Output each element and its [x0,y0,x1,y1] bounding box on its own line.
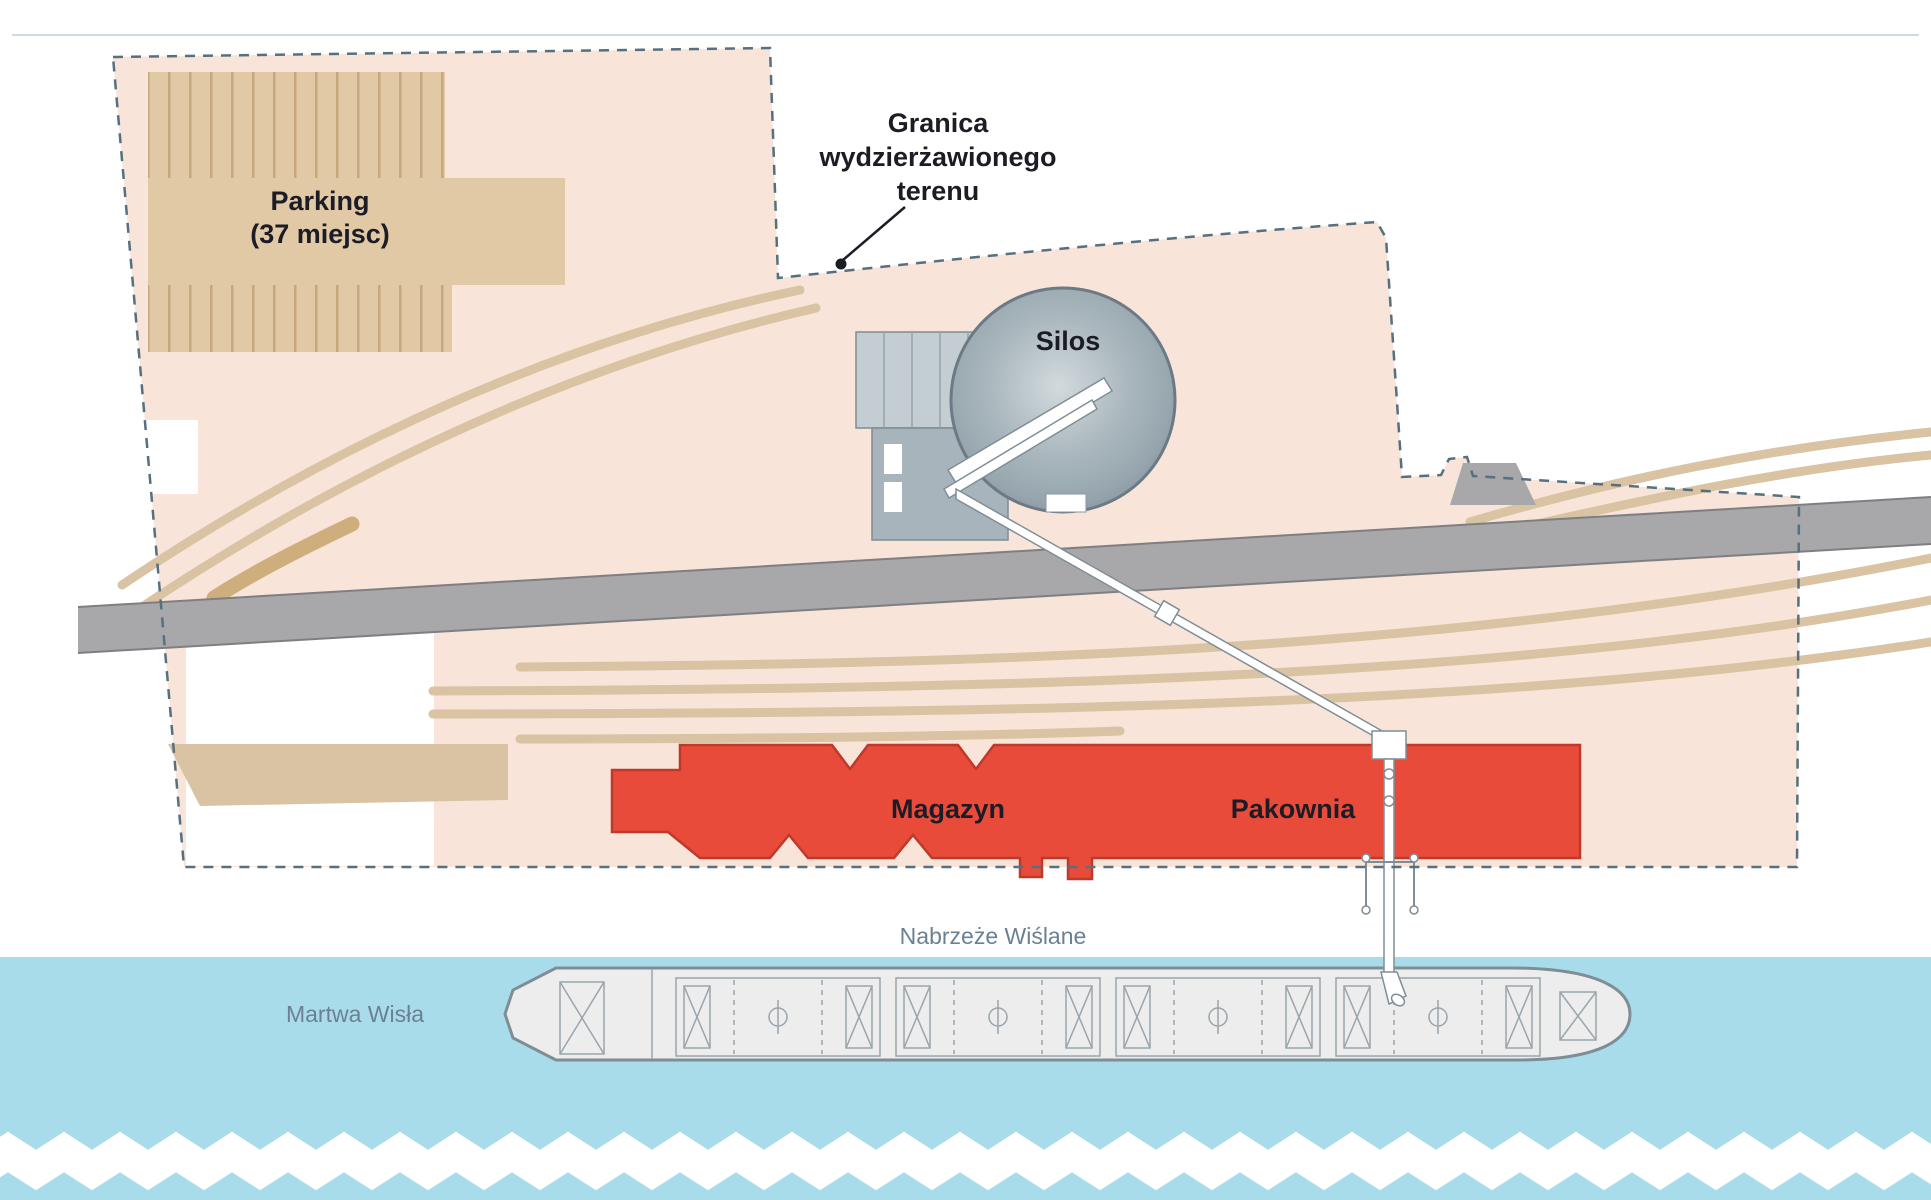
boundary-label-line3: terenu [897,176,980,206]
water-tear-zigzag [0,1131,1931,1191]
track-ballast-patch [168,744,508,806]
boundary-label-line2: wydzierżawionego [818,142,1056,172]
loader-support-joint [1361,905,1371,915]
loader-support-joint [1409,905,1419,915]
loader-nozzle-tip [1390,993,1406,1007]
conveyor-junction [1153,599,1181,627]
rail-siding-track [428,637,1931,719]
quay-label: Nabrzeże Wiślane [900,923,1087,949]
hold-brace [559,981,605,1055]
silo-tank [949,286,1177,514]
warehouse-building [610,743,1582,881]
main-railway [78,497,1931,653]
loader-support-joint [1361,853,1371,863]
silo-label: Silos [1036,326,1101,356]
loader-support-joint [1409,853,1419,863]
rail-siding-track [515,726,1125,744]
river-label: Martwa Wisła [286,1001,424,1027]
parking-area-striped-bottom [148,285,452,352]
rail-siding-track [117,285,805,590]
railway-spur-crossing [1450,463,1536,505]
building-window [884,444,902,474]
warehouse-label: Magazyn [891,794,1005,824]
boundary-pointer-line [842,206,906,261]
land-cutout-notch [136,420,198,494]
parking-area-striped-top [148,72,445,178]
rail-siding-stub [206,516,360,606]
cargo-hold [1559,991,1597,1041]
building-window [884,482,902,512]
leased-area-boundary [111,46,1801,869]
ship-loader-conveyor [1383,758,1395,979]
rail-siding-track [137,303,821,612]
parking-area-center [148,178,565,285]
rail-siding-track [428,595,1931,696]
rail-siding-track [515,553,1931,672]
parking-label-line2: (37 miejsc) [250,219,390,249]
conveyor-transfer-tower [1371,730,1407,760]
silo-conveyor-arm [942,398,1099,500]
silo-conveyor-arm [946,376,1114,485]
boundary-pointer-dot [835,258,847,270]
packing-label: Pakownia [1231,794,1357,824]
hold-brace [1559,991,1597,1041]
cargo-hold [559,981,605,1055]
conveyor-joint [1383,795,1395,807]
railway-edge [77,496,1931,608]
silo-hatch [1045,493,1087,513]
parking-label-line1: Parking [270,186,369,216]
railway-edge [77,543,1931,654]
conveyor-joint [1383,768,1395,780]
boundary-label-line1: Granica [888,108,990,138]
